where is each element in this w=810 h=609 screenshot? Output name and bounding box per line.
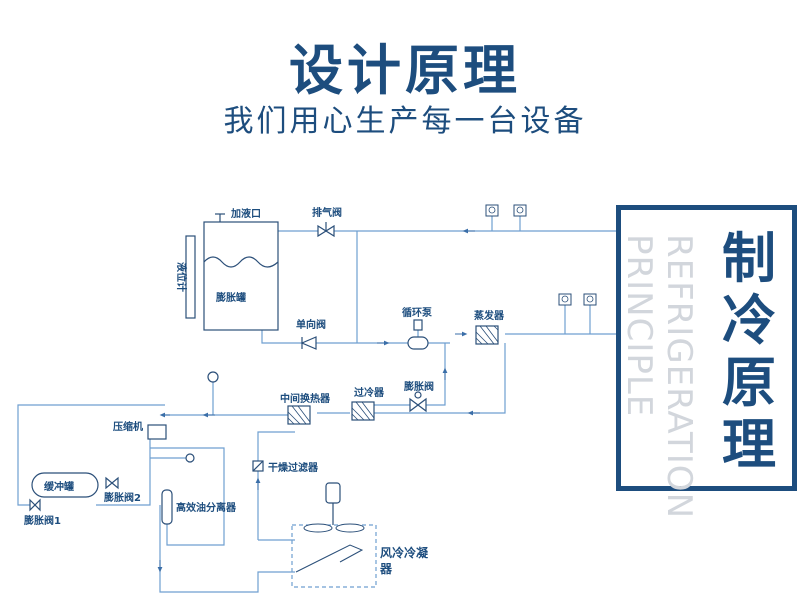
label-evaporator: 蒸发器 xyxy=(474,309,505,322)
thermometer-icon-4 xyxy=(583,293,597,306)
level-gauge-glass xyxy=(185,235,196,319)
label-exhaust-valve: 排气阀 xyxy=(312,206,342,219)
label-oil-separator: 高效油分离器 xyxy=(176,501,237,514)
label-compressor: 压缩机 xyxy=(113,420,143,433)
compressor-gauge-icon xyxy=(185,453,195,463)
condenser-fan-blade-right xyxy=(335,523,365,533)
compressor-icon xyxy=(147,424,167,440)
english-line-refrigeration: REFRIGERATION xyxy=(659,234,699,519)
refrigeration-principle-panel: REFRIGERATION PRINCIPLE 制 冷 原 理 xyxy=(616,205,797,519)
label-expansion-valve-2: 膨胀阀2 xyxy=(104,491,141,504)
pressure-gauge-icon xyxy=(207,371,219,383)
expansion-valve-1-icon xyxy=(29,498,41,512)
buffer-tank-icon xyxy=(31,472,99,498)
oil-separator-icon xyxy=(161,489,173,525)
condenser-fan-motor xyxy=(325,482,341,504)
label-expansion-valve: 膨胀阀 xyxy=(404,380,434,393)
pipe-evap-drop xyxy=(372,343,506,414)
evaporator-hatch xyxy=(475,325,499,345)
label-circulation-pump: 循环泵 xyxy=(402,306,433,319)
pipe-comp-to-oil xyxy=(150,447,225,546)
vertical-title: 制 冷 原 理 xyxy=(719,228,779,476)
circulation-pump-icon xyxy=(407,336,429,350)
vertical-char-3: 原 xyxy=(722,351,776,414)
pump-motor xyxy=(413,319,423,331)
thermometer-icon-3 xyxy=(558,293,572,306)
label-subcooler: 过冷器 xyxy=(354,386,385,399)
page-title: 设计原理 xyxy=(289,39,521,102)
label-intermediate-exchanger: 中间换热器 xyxy=(280,392,331,405)
exchanger-hatch xyxy=(287,405,311,425)
vertical-char-1: 制 xyxy=(722,227,776,290)
subcooler-hatch xyxy=(351,401,375,421)
thermometer-icon-2 xyxy=(513,204,527,217)
expansion-valve-icon xyxy=(409,397,427,413)
air-condenser-box xyxy=(291,524,377,588)
label-expansion-tank: 膨胀罐 xyxy=(216,291,246,304)
pipe-oil-down xyxy=(159,505,295,593)
label-dryer-filter: 干燥过滤器 xyxy=(268,461,319,474)
thermometer-icon-1 xyxy=(485,204,499,217)
expansion-valve-2-icon xyxy=(105,476,119,490)
condenser-fan-blade-left xyxy=(303,523,333,533)
vertical-char-2: 冷 xyxy=(722,289,776,352)
label-buffer-tank: 缓冲罐 xyxy=(43,480,74,493)
label-check-valve: 单向阀 xyxy=(296,318,326,331)
label-air-condenser-2: 器 xyxy=(379,562,393,576)
condenser-coil xyxy=(295,544,364,573)
pipe-dryer-up xyxy=(257,431,295,540)
pipe-exp-valve-line xyxy=(372,343,446,406)
pipe-loop-left xyxy=(17,404,165,506)
check-valve-icon xyxy=(300,336,317,350)
english-line-principle: PRINCIPLE xyxy=(619,234,659,418)
vertical-char-4: 理 xyxy=(722,413,776,476)
label-expansion-valve-1: 膨胀阀1 xyxy=(24,514,61,527)
label-air-condenser-1: 风冷冷凝 xyxy=(380,545,429,560)
expansion-tank xyxy=(203,221,279,331)
page-subtitle: 我们用心生产每一台设备 xyxy=(223,104,587,139)
label-level-gauge: 液位计 xyxy=(175,262,188,292)
label-fill-port: 加液口 xyxy=(230,207,261,220)
tank-liquid-wave xyxy=(203,256,279,268)
